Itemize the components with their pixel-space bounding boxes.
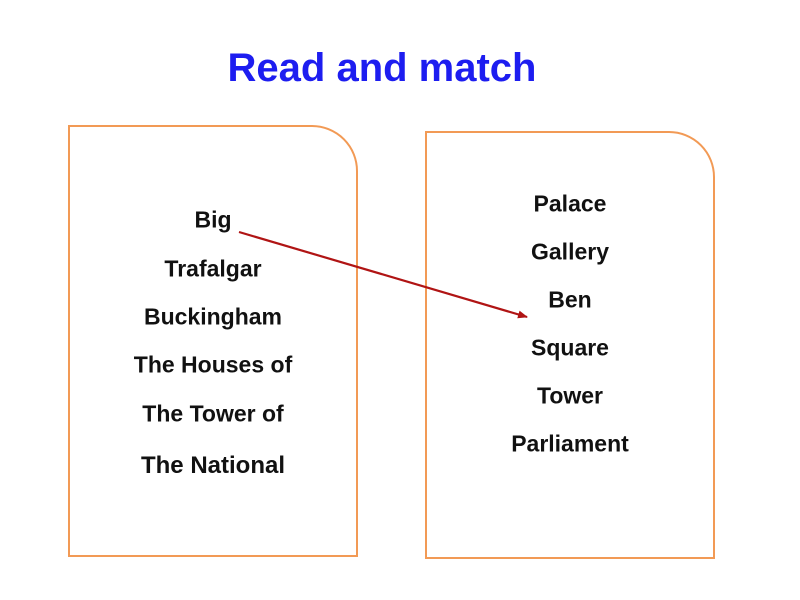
- left-word[interactable]: The Tower of: [142, 400, 284, 427]
- right-word-box: Palace Gallery Ben Square Tower Parliame…: [425, 131, 715, 559]
- right-word[interactable]: Ben: [548, 286, 592, 313]
- left-word[interactable]: The National: [140, 452, 285, 479]
- left-word[interactable]: Big: [194, 206, 232, 233]
- right-word[interactable]: Square: [531, 334, 609, 361]
- arrow-line: [238, 230, 528, 319]
- left-word-box: Big Trafalgar Buckingham The Houses of T…: [68, 125, 358, 557]
- left-word[interactable]: The Houses of: [133, 351, 293, 378]
- left-word[interactable]: Trafalgar: [164, 255, 262, 282]
- right-word[interactable]: Tower: [536, 382, 604, 409]
- right-word[interactable]: Gallery: [531, 238, 609, 265]
- page-title: Read and match: [227, 46, 537, 90]
- right-word[interactable]: Palace: [533, 190, 607, 217]
- left-word[interactable]: Buckingham: [143, 303, 283, 330]
- right-word[interactable]: Parliament: [511, 430, 629, 457]
